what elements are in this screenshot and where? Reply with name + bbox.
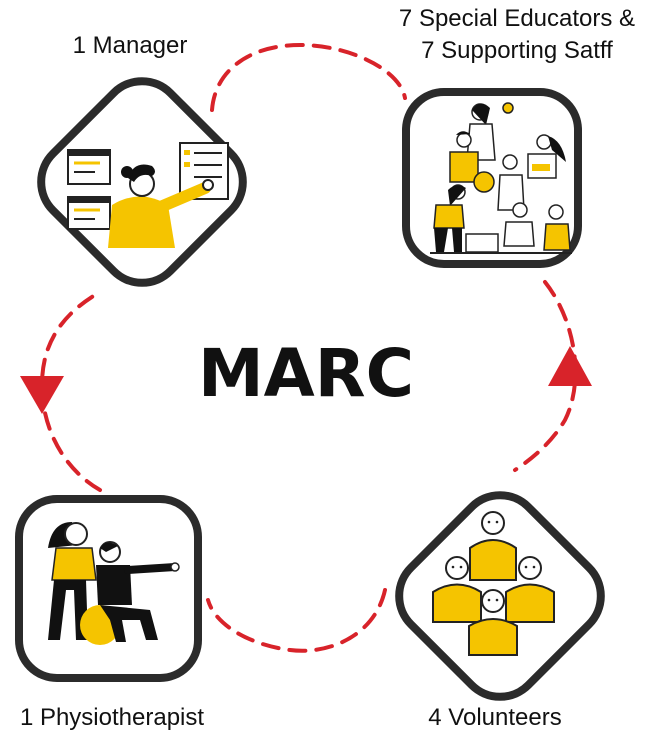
node-volunteers bbox=[395, 491, 605, 701]
educators-label-line-1: 7 Special Educators & bbox=[398, 5, 636, 32]
physiotherapy-session-icon bbox=[48, 522, 180, 645]
manager-label: 1 Manager bbox=[55, 30, 205, 62]
people-group-icon bbox=[432, 511, 555, 656]
physiotherapist-label: 1 Physiotherapist bbox=[2, 702, 222, 734]
physiotherapist-label-line-1: 1 Physiotherapist bbox=[19, 704, 205, 731]
volunteers-label: 4 Volunteers bbox=[410, 702, 580, 734]
node-manager bbox=[37, 77, 247, 287]
arrowhead-up-icon bbox=[548, 346, 592, 386]
connector-volunteers-to-physio bbox=[206, 588, 387, 653]
connector-manager-to-educators bbox=[210, 42, 407, 112]
educators-label-line-2: 7 Supporting Satff bbox=[421, 37, 613, 64]
node-physiotherapist bbox=[15, 495, 202, 682]
manager-label-line-1: 1 Manager bbox=[72, 32, 188, 59]
volunteers-label-line-1: 4 Volunteers bbox=[428, 704, 562, 731]
center-title: MARC bbox=[198, 335, 414, 412]
arrowhead-down-icon bbox=[20, 376, 64, 414]
educators-label: 7 Special Educators & 7 Supporting Satff bbox=[372, 3, 662, 67]
connector-educators-to-volunteers bbox=[513, 280, 578, 472]
team-collaboration-icon bbox=[430, 102, 572, 254]
manager-presenting-icon bbox=[67, 142, 229, 248]
node-educators bbox=[402, 88, 582, 268]
